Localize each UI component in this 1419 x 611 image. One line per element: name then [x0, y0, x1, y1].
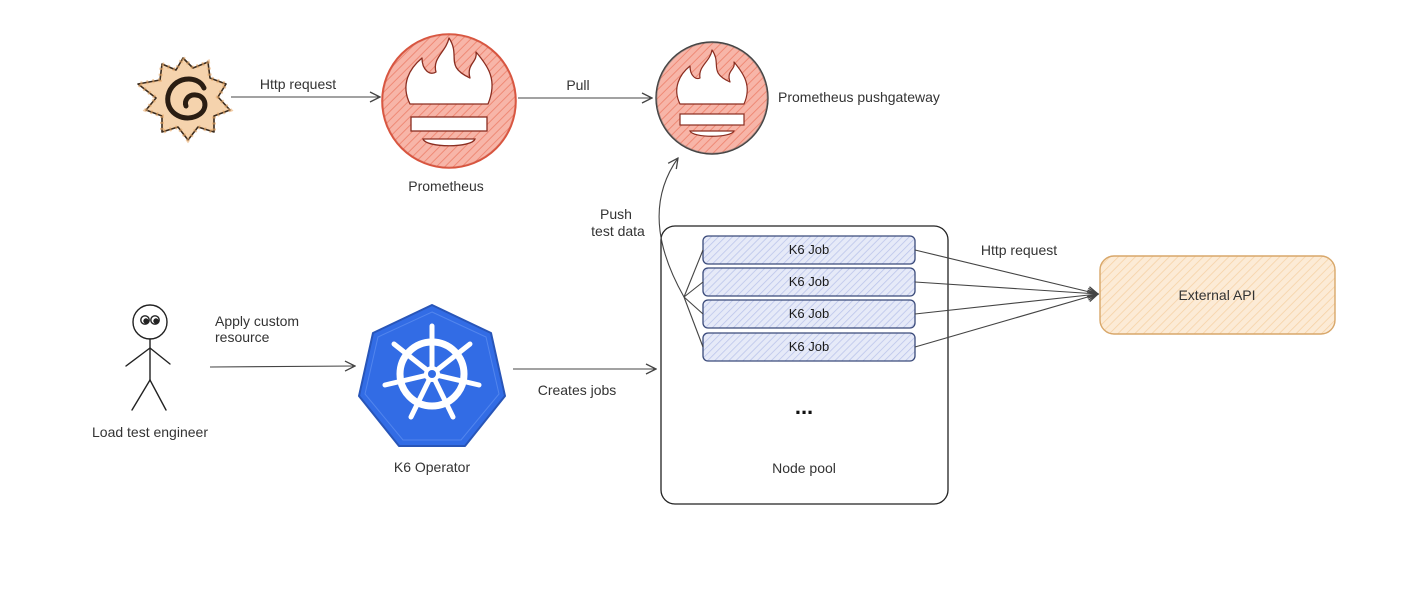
label-k6-operator: K6 Operator [394, 459, 471, 475]
pushgateway-flame-icon [655, 41, 769, 155]
edge-job3-to-api [914, 294, 1098, 315]
label-test-data: test data [591, 223, 645, 239]
label-k6-job-2: K6 Job [789, 274, 829, 289]
edge-engineer-to-operator [209, 366, 355, 367]
edge-job1-push [683, 249, 704, 298]
edge-job2-push [683, 281, 704, 298]
label-more-jobs: ... [795, 394, 813, 419]
edge-job4-to-api [914, 294, 1098, 348]
label-prometheus: Prometheus [408, 178, 483, 194]
edge-job4-push [683, 296, 704, 348]
label-apply-custom: Apply custom [215, 313, 299, 329]
label-pull: Pull [566, 77, 589, 93]
prometheus-flame-icon [381, 33, 517, 169]
label-resource: resource [215, 329, 270, 345]
label-creates-jobs: Creates jobs [538, 382, 617, 398]
edge-job2-to-api [914, 281, 1098, 294]
label-external-api: External API [1178, 287, 1255, 303]
label-grafana-http-request: Http request [260, 76, 336, 92]
label-jobs-http-request: Http request [981, 242, 1057, 258]
edge-push-to-pushgateway [658, 158, 685, 298]
label-k6-job-4: K6 Job [789, 339, 829, 354]
external-api-box [1099, 255, 1336, 335]
edge-job3-push [683, 296, 704, 315]
edge-job1-to-api [914, 249, 1098, 294]
stick-figure-icon [125, 304, 171, 411]
kubernetes-helm-icon [358, 304, 506, 447]
label-node-pool: Node pool [772, 460, 836, 476]
label-pushgateway: Prometheus pushgateway [778, 89, 940, 105]
label-load-test-engineer: Load test engineer [92, 424, 208, 440]
label-k6-job-1: K6 Job [789, 242, 829, 257]
label-push: Push [600, 206, 632, 222]
label-k6-job-3: K6 Job [789, 306, 829, 321]
grafana-icon [133, 54, 234, 144]
